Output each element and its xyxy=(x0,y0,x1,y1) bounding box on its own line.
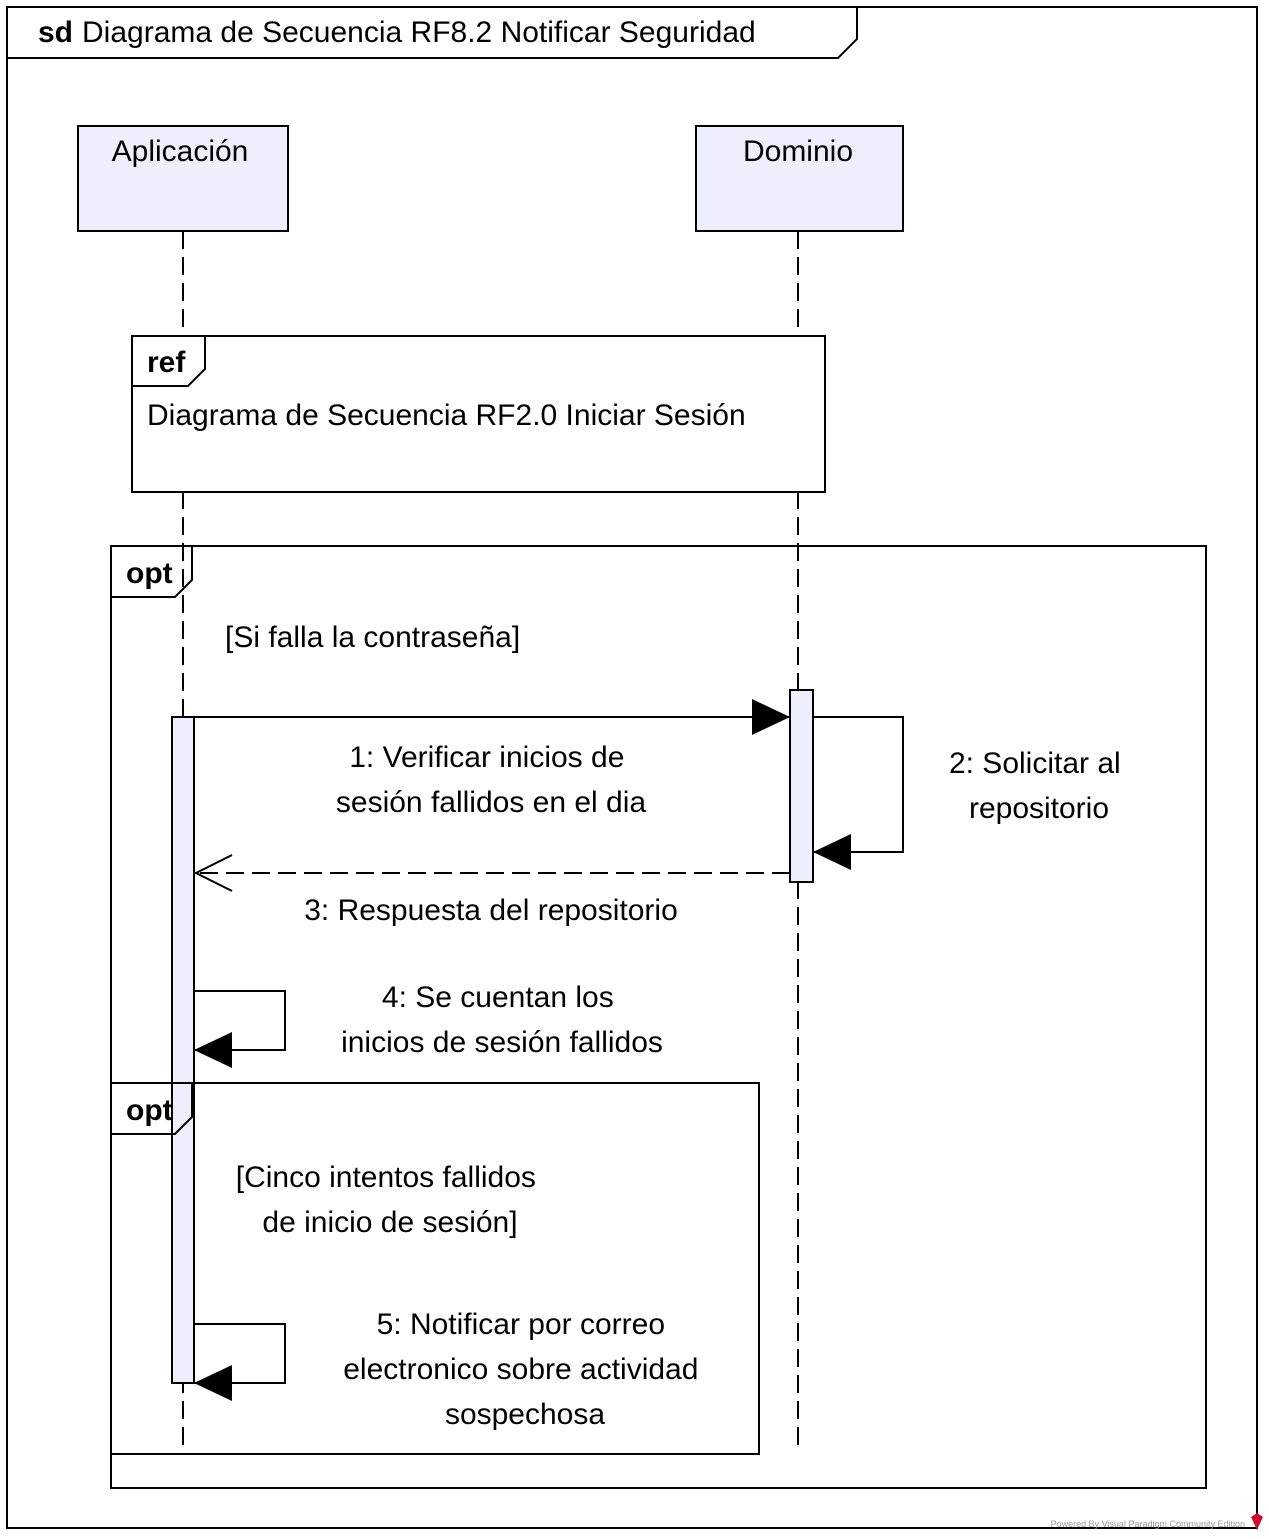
opt-inner-tab xyxy=(111,1083,193,1135)
opt-outer-tab xyxy=(111,546,193,598)
message-2-arrowhead xyxy=(813,834,851,870)
opt-inner-keyword: opt xyxy=(126,1094,173,1127)
ref-text: Diagrama de Secuencia RF2.0 Iniciar Sesi… xyxy=(147,399,746,432)
ref-tab xyxy=(132,336,206,387)
message-5-arrowhead xyxy=(194,1365,232,1401)
frame-title-text: Diagrama de Secuencia RF8.2 Notificar Se… xyxy=(82,16,756,49)
ref-fragment[interactable] xyxy=(131,335,826,493)
lifeline-name-dominio: Dominio xyxy=(743,135,853,168)
lifeline-name-aplicacion: Aplicación xyxy=(112,135,249,168)
activation-bar-dominio xyxy=(789,689,814,883)
message-2-arrow[interactable] xyxy=(813,716,904,853)
opt-inner-guard: [Cinco intentos fallidos de inicio de se… xyxy=(236,1161,545,1239)
message-3-label: 3: Respuesta del repositorio xyxy=(304,894,678,927)
visual-paradigm-logo-icon xyxy=(1251,1513,1263,1530)
opt-outer-keyword: opt xyxy=(126,557,173,590)
frame-tab xyxy=(7,7,858,59)
lifeline-head-aplicacion[interactable] xyxy=(77,125,289,232)
message-1-arrowhead xyxy=(752,699,790,735)
opt-fragment-inner[interactable] xyxy=(110,1082,760,1455)
footer-powered-by: Powered By Visual Paradigm Community Edi… xyxy=(1051,1519,1245,1529)
message-3-arrowhead xyxy=(193,854,233,892)
frame-keyword: sd xyxy=(38,16,73,49)
message-5-arrow[interactable] xyxy=(194,1323,286,1384)
message-2-label: 2: Solicitar al repositorio xyxy=(949,747,1129,825)
opt-outer-guard: [Si falla la contraseña] xyxy=(225,621,520,654)
message-4-arrowhead xyxy=(194,1032,232,1068)
activation-bar-aplicacion xyxy=(171,716,195,1384)
message-4-arrow[interactable] xyxy=(194,990,286,1051)
message-4-label: 4: Se cuentan los inicios de sesión fall… xyxy=(341,981,663,1059)
frame-title: sd Diagrama de Secuencia RF8.2 Notificar … xyxy=(38,16,756,49)
opt-fragment-outer[interactable] xyxy=(110,545,1207,1489)
message-5-label: 5: Notificar por correo electronico sobr… xyxy=(343,1308,707,1431)
message-1-label: 1: Verificar inicios de sesión fallidos … xyxy=(336,741,647,819)
lifeline-head-dominio[interactable] xyxy=(695,125,904,232)
ref-keyword: ref xyxy=(147,346,186,379)
diagram-frame xyxy=(6,6,1258,1529)
